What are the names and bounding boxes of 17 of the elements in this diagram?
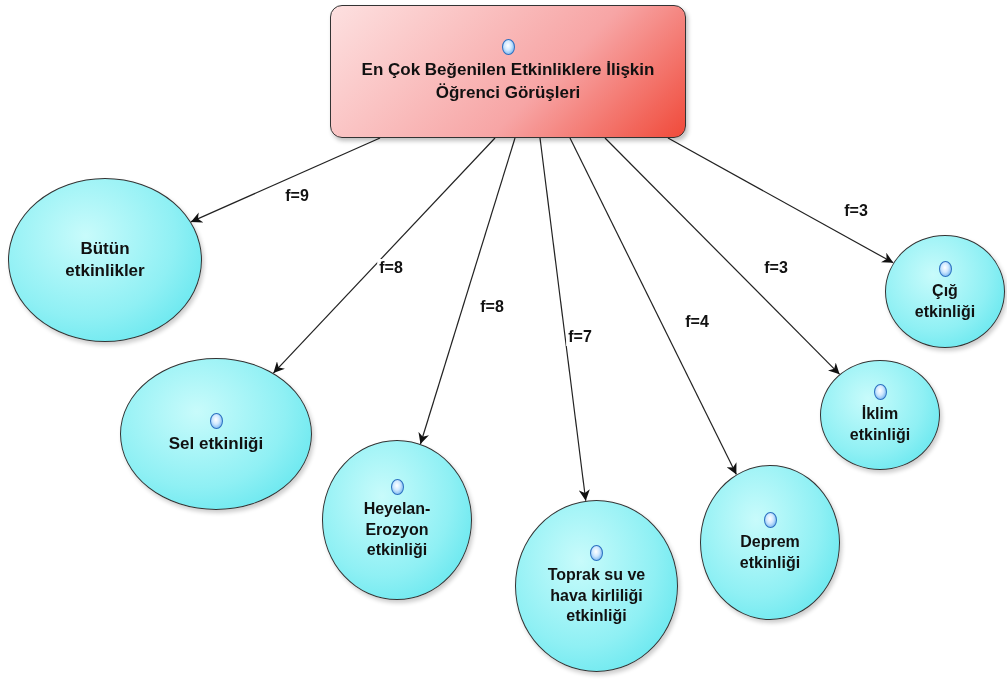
node-label: Deprem etkinliği [738, 531, 802, 573]
arrow [272, 137, 496, 374]
title-box [330, 5, 686, 138]
arrow [418, 137, 516, 445]
node-label: Heyelan-Erozyon etkinliği [362, 498, 432, 561]
node-label: Bütün etkinlikler [64, 237, 146, 282]
node-label: Sel etkinliği [168, 432, 264, 455]
arrow [190, 137, 381, 223]
arrow [569, 137, 737, 476]
arrow [604, 137, 841, 375]
node-label: En Çok Beğenilen Etkinliklere İlişkin Öğrenci Görüşleri [360, 59, 656, 104]
node-label: Toprak su ve hava kirliliği etkinliği [546, 564, 647, 627]
arrow [539, 137, 590, 502]
edge-label: f=7 [566, 328, 594, 346]
node-label: İklim etkinliği [848, 404, 912, 445]
node-label: Çığ etkinliği [913, 280, 977, 322]
arrow [667, 137, 894, 264]
